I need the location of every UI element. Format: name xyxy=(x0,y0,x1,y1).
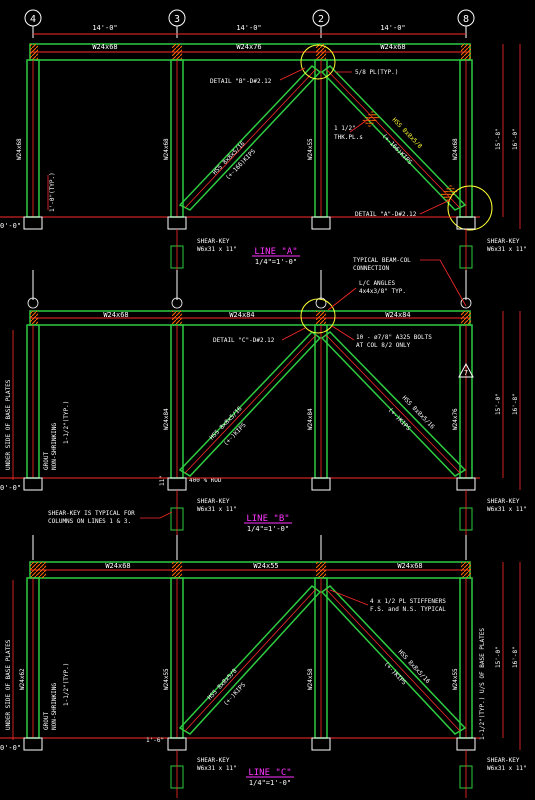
brace-a-right[interactable] xyxy=(320,65,467,211)
typ-conn-2: CONNECTION xyxy=(353,265,390,272)
angles-2: 4x4x3/8" TYP. xyxy=(359,288,406,295)
dim-b-h: 11" xyxy=(159,475,166,486)
shear-key-a-right-size: W6x31 x 11" xyxy=(487,246,527,253)
frame-a-scale: 1/4"=1'-0" xyxy=(255,258,297,266)
detail-c-circle[interactable] xyxy=(300,298,336,334)
column-a-label-1: W24x68 xyxy=(16,138,23,160)
brace-a-left[interactable] xyxy=(178,64,322,211)
beam-a-label-1: W24x68 xyxy=(92,43,117,51)
column-a-label-2: W24x68 xyxy=(163,138,170,160)
stiffeners-2: F.S. and N.S. TYPICAL xyxy=(370,606,446,613)
rod-label: 400 % ROD xyxy=(189,477,222,484)
shear-key-note-2: COLUMNS ON LINES 1 & 3. xyxy=(48,518,131,525)
column-b-label-3: W24x76 xyxy=(452,408,459,430)
beam-c-label-2: W24x55 xyxy=(253,562,278,570)
bay-dimensions: 14'-0" 14'-0" 14'-0" xyxy=(33,24,466,35)
dim-b-right-1: 15'-0" xyxy=(495,393,502,415)
plate-label: 5/8 PL(TYP.) xyxy=(355,69,398,76)
bay-dim-2: 14'-0" xyxy=(236,24,261,32)
grid-label-2: 2 xyxy=(318,14,324,25)
shear-key-a-left: SHEAR-KEY xyxy=(197,238,230,245)
grid-label-8: 8 xyxy=(463,14,469,25)
bolts-1: 10 - ø7/8" A325 BOLTS xyxy=(356,334,432,341)
beam-c-label-1: W24x68 xyxy=(105,562,130,570)
shear-key-c-left: SHEAR-KEY xyxy=(197,757,230,764)
detail-a-label: DETAIL "A"-D#2.12 xyxy=(355,211,417,218)
thk-pl-label-1: 1 1/2" xyxy=(334,125,356,132)
typ-conn-1: TYPICAL BEAM-COL xyxy=(353,257,411,264)
grout-b-3: 1-1/2"(TYP.) xyxy=(63,401,70,444)
detail-b-circle[interactable] xyxy=(300,44,336,80)
beam-b-label-3: W24x84 xyxy=(385,311,410,319)
column-c-label-1: W24x62 xyxy=(19,668,26,690)
shear-key-c-right: SHEAR-KEY xyxy=(487,757,520,764)
grid-bubbles: 4 3 2 8 xyxy=(24,9,475,38)
column-c-label-3: W24x58 xyxy=(307,668,314,690)
dim-c-right-2: 16'-8" xyxy=(512,646,519,668)
revision-marker-label: 7 xyxy=(464,369,468,377)
dim-c-right-1: 15'-0" xyxy=(495,646,502,668)
bay-dim-1: 14'-0" xyxy=(92,24,117,32)
side-text-c: UNDER SIDE OF BASE PLATES xyxy=(5,639,12,730)
grout-b-1: GROUT xyxy=(43,452,50,470)
column-a-label-4: W24x68 xyxy=(452,138,459,160)
stiffeners-1: 4 x 1/2 PL STIFFENERS xyxy=(370,598,446,605)
detail-a-circle[interactable] xyxy=(447,185,493,231)
angles-1: L/C ANGLES xyxy=(359,280,396,287)
frame-b-title: LINE "B" xyxy=(246,514,289,524)
grout-c-3: 1-1/2"(TYP.) xyxy=(63,663,70,706)
beam-c-label-3: W24x68 xyxy=(397,562,422,570)
detail-c-label: DETAIL "C"-D#2.12 xyxy=(213,337,275,344)
shear-key-c-left-size: W6x31 x 11" xyxy=(197,765,237,772)
right-side-c: 1-1/2"(TYP.) U/S OF BASE PLATES xyxy=(479,628,486,740)
frame-c-title: LINE "C" xyxy=(248,768,291,778)
column-a-label-3: W24x55 xyxy=(307,138,314,160)
frame-b[interactable]: W24x68 W24x84 W24x84 W24x84 W24x84 W24x7… xyxy=(0,257,527,535)
brace-c-right[interactable] xyxy=(320,584,467,735)
bolts-2: AT COL 8/2 ONLY xyxy=(356,342,411,349)
shear-key-c-right-size: W6x31 x 11" xyxy=(487,765,527,772)
shear-key-b-left: SHEAR-KEY xyxy=(197,498,230,505)
shear-key-a-left-size: W6x31 x 11" xyxy=(197,246,237,253)
dim-c-low: 1'-6" xyxy=(146,737,164,744)
grout-c-1: GROUT xyxy=(43,712,50,730)
grout-b-2: NON-SHRINKING xyxy=(51,423,58,470)
beam-a-label-3: W24x68 xyxy=(380,43,405,51)
brace-c-left[interactable] xyxy=(178,584,322,735)
bay-dim-3: 14'-0" xyxy=(380,24,405,32)
dim-a-right-2: 16'-0" xyxy=(512,128,519,150)
dim-a-left: 1'-0"(TYP.) xyxy=(49,172,56,212)
column-c-label-2: W24x55 xyxy=(163,668,170,690)
dim-b-right-2: 16'-8" xyxy=(512,393,519,415)
frame-a-title: LINE "A" xyxy=(254,247,297,257)
frame-c-scale: 1/4"=1'-0" xyxy=(249,779,291,787)
dim-a-right-1: 15'-8" xyxy=(495,128,502,150)
shear-key-b-left-size: W6x31 x 11" xyxy=(197,506,237,513)
grout-c-2: NON-SHRINKING xyxy=(51,683,58,730)
shear-key-note-1: SHEAR-KEY IS TYPICAL FOR xyxy=(48,510,135,517)
brace-b-right[interactable] xyxy=(320,331,467,477)
elev-b-left: 0'-0" xyxy=(0,484,21,492)
column-c-label-4: W24x55 xyxy=(452,668,459,690)
column-b-label-1: W24x84 xyxy=(163,408,170,430)
shear-key-a-right: SHEAR-KEY xyxy=(487,238,520,245)
grid-label-4: 4 xyxy=(30,14,36,25)
elev-a-left: 0'-0" xyxy=(0,222,21,230)
brace-b-left[interactable] xyxy=(178,331,322,477)
frame-b-scale: 1/4"=1'-0" xyxy=(247,525,289,533)
beam-b-label-1: W24x68 xyxy=(103,311,128,319)
thk-pl-label-2: THK.PL.s xyxy=(334,134,363,141)
shear-key-b-right: SHEAR-KEY xyxy=(487,498,520,505)
column-b-label-2: W24x84 xyxy=(307,408,314,430)
beam-a-label-2: W24x76 xyxy=(236,43,261,51)
side-text-b: UNDER SIDE OF BASE PLATES xyxy=(5,379,12,470)
revision-marker[interactable] xyxy=(458,362,474,378)
detail-b-label: DETAIL "B"-D#2.12 xyxy=(210,78,272,85)
beam-b-label-2: W24x84 xyxy=(229,311,254,319)
elev-c-left: 0'-0" xyxy=(0,744,21,752)
grid-label-3: 3 xyxy=(174,14,180,25)
shear-key-b-right-size: W6x31 x 11" xyxy=(487,506,527,513)
